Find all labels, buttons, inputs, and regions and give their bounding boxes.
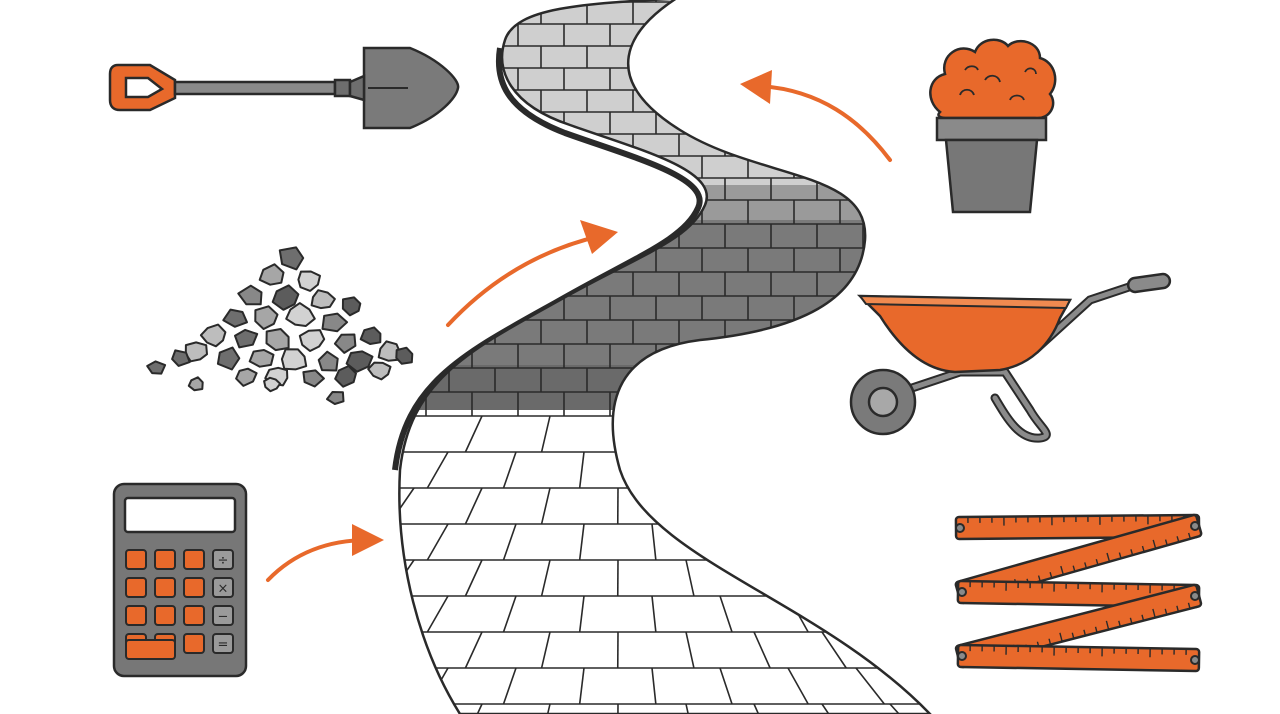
shovel-icon xyxy=(108,46,460,130)
calculator-key xyxy=(125,549,147,570)
gravel-pile-icon xyxy=(146,246,414,405)
folding-ruler-icon xyxy=(954,513,1203,673)
calculator-key-label: = xyxy=(218,638,229,653)
calculator-key xyxy=(125,577,147,598)
calculator-key xyxy=(125,605,147,626)
plant-pot-icon xyxy=(929,38,1057,214)
calculator-key xyxy=(125,639,176,660)
calculator-key-label: ÷ xyxy=(218,554,229,569)
ruler-hinge xyxy=(957,651,967,661)
calculator-operator-key xyxy=(212,633,234,654)
arrow-icon xyxy=(446,220,618,327)
wheelbarrow-icon xyxy=(849,272,1172,443)
ruler-hinge xyxy=(1190,655,1200,665)
calculator-key xyxy=(183,549,205,570)
ruler-hinge xyxy=(957,587,967,597)
calculator-key xyxy=(154,549,176,570)
arrow-icon xyxy=(740,70,892,162)
calculator-key xyxy=(154,577,176,598)
calculator-operator-key xyxy=(212,577,234,598)
ruler-hinge xyxy=(1190,521,1200,531)
calculator-key xyxy=(183,633,205,654)
ruler-hinge xyxy=(955,523,965,533)
arrow-icon xyxy=(266,524,384,582)
calculator-key-label: − xyxy=(218,610,229,625)
calculator-key xyxy=(183,605,205,626)
calculator-key xyxy=(183,577,205,598)
calculator-icon xyxy=(112,482,248,678)
calculator-operator-key xyxy=(212,549,234,570)
calculator-operator-key xyxy=(212,605,234,626)
ruler-hinge xyxy=(1190,591,1200,601)
calculator-key xyxy=(154,605,176,626)
ruler-segment xyxy=(956,643,1201,673)
calculator-key-label: × xyxy=(218,582,229,597)
